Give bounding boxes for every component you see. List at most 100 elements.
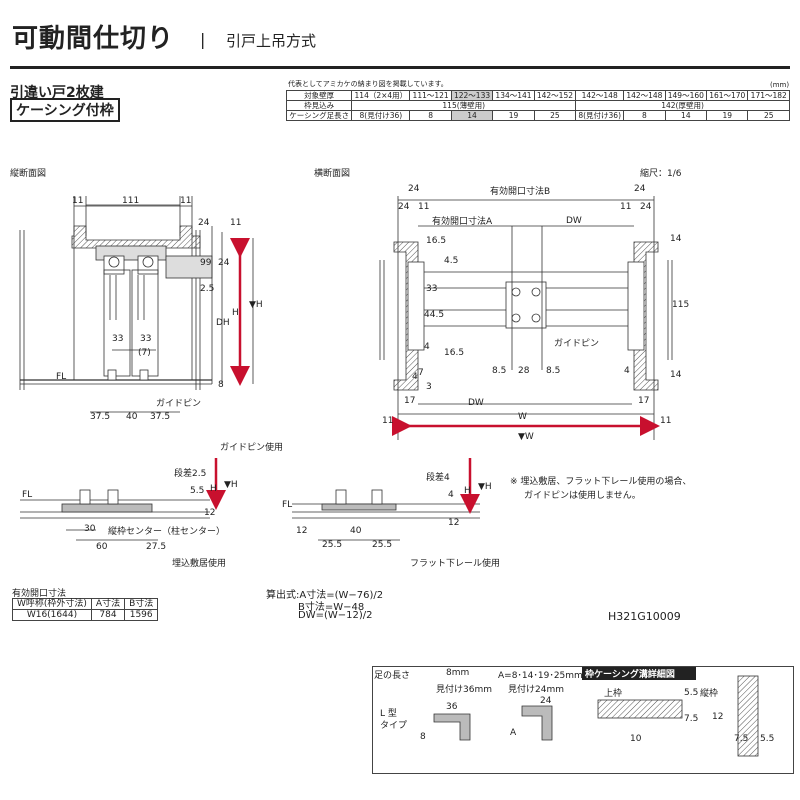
step-2-5: 段差2.5	[174, 469, 207, 479]
flat-rail-detail	[292, 489, 480, 541]
header-rule	[10, 66, 790, 69]
frame-center-label: 縦枠センター（柱センター）	[108, 527, 226, 537]
dim-33: 33	[426, 284, 438, 294]
floor-line-label: FL	[22, 490, 33, 500]
upper-frame-label: 上枠	[604, 689, 623, 699]
dim-dw: DW	[468, 398, 484, 408]
dim-33: 33	[112, 334, 124, 344]
dim-36: 36	[446, 702, 458, 712]
dim-17: 17	[638, 396, 650, 406]
casing-label: ケーシング付枠	[10, 98, 120, 122]
type-label: タイプ	[380, 721, 408, 731]
table-row: W呼称(枠外寸法) A寸法 B寸法	[12, 598, 159, 610]
dim-dh: DH	[216, 318, 230, 328]
dim-11: 11	[230, 218, 242, 228]
dim-115: 115	[672, 300, 690, 310]
dim-99: 99	[200, 258, 212, 268]
horizontal-section	[379, 196, 673, 440]
dim-7: 7	[418, 368, 424, 378]
dim-12: 12	[712, 712, 724, 722]
dim-24: 24	[218, 258, 230, 268]
dim-4: 4	[448, 490, 454, 500]
dim-11: 11	[180, 196, 192, 206]
formula-b: B寸法=W−48	[298, 602, 365, 613]
effective-opening-caption: 有効開口寸法	[12, 589, 67, 599]
dim-4: 4	[412, 372, 418, 382]
vertical-frame-label: 縦枠	[700, 689, 719, 699]
dim-h: H	[210, 484, 217, 494]
effective-opening-b: 有効開口寸法B	[490, 187, 551, 197]
page-title: 可動間仕切り	[12, 24, 175, 54]
horizontal-section-label: 横断面図	[314, 169, 351, 179]
guide-pin-label: ガイドピン	[554, 339, 600, 349]
dim-8-5: 8.5	[546, 366, 561, 376]
dim-h: H	[232, 308, 239, 318]
spec-table: 対象壁厚 114（2×4用） 111～121 122～133 134～141 1…	[285, 90, 790, 121]
dim-4-5: 4.5	[444, 256, 459, 266]
dim-3: 3	[426, 382, 432, 392]
dim-44-5: 44.5	[424, 310, 445, 320]
dim-40: 40	[350, 526, 362, 536]
dim-5-5: 5.5	[760, 734, 775, 744]
dim-10: 10	[630, 734, 642, 744]
dim-16-5: 16.5	[426, 236, 447, 246]
dim-24: 24	[640, 202, 652, 212]
dim-16-5: 16.5	[444, 348, 465, 358]
dim-5-5: 5.5	[190, 486, 205, 496]
dim-8: 8	[218, 380, 224, 390]
door-type-label: 引違い戸2枚建	[10, 85, 104, 101]
step-4: 段差4	[426, 473, 450, 483]
note-line-1: ※ 埋込敷居、フラット下レール使用の場合、	[510, 477, 692, 487]
dim-111: 111	[122, 196, 140, 206]
product-code: H321G10009	[608, 610, 681, 623]
leg-a: A=8･14･19･25mm	[498, 671, 583, 681]
dim-8: 8	[420, 732, 426, 742]
dim-a: A	[510, 728, 517, 738]
visible-24: 見付け24mm	[508, 685, 564, 695]
dim-33: 33	[140, 334, 152, 344]
dim-h-level: ▼H	[224, 480, 238, 490]
dim-4: 4	[624, 366, 630, 376]
scale-label: 縮尺：1/6	[640, 169, 682, 179]
vertical-section-label: 縦断面図	[10, 169, 47, 179]
dim-25-5: 25.5	[322, 540, 343, 550]
dim-7: (7)	[138, 348, 151, 358]
dim-12: 12	[296, 526, 308, 536]
dim-w: W	[518, 412, 527, 422]
dim-7-5: 7.5	[684, 714, 699, 724]
dim-2-5: 2.5	[200, 284, 215, 294]
foot-profiles	[433, 675, 759, 757]
dim-11: 11	[72, 196, 84, 206]
dim-11: 11	[382, 416, 394, 426]
unit-label: (mm)	[770, 81, 790, 89]
title-separator: |	[200, 30, 206, 49]
page-subtitle: 引戸上吊方式	[226, 32, 317, 50]
effective-opening-a: 有効開口寸法A	[432, 217, 493, 227]
dim-37-5: 37.5	[150, 412, 171, 422]
dim-8-5: 8.5	[492, 366, 507, 376]
dim-11: 11	[660, 416, 672, 426]
dim-28: 28	[518, 366, 530, 376]
dim-14: 14	[670, 234, 682, 244]
dim-17: 17	[404, 396, 416, 406]
foot-table	[372, 666, 794, 774]
dim-37-5: 37.5	[90, 412, 111, 422]
dim-24: 24	[398, 202, 410, 212]
embedded-sill-detail	[20, 489, 210, 541]
dim-w-level: ▼W	[518, 432, 534, 442]
visible-36: 見付け36mm	[436, 685, 492, 695]
floor-line-label: FL	[56, 372, 67, 382]
guide-pin-label: ガイドピン	[156, 399, 202, 409]
dim-24: 24	[198, 218, 210, 228]
dim-4: 4	[424, 342, 430, 352]
l-type-label: L 型	[380, 709, 397, 719]
dim-12: 12	[448, 518, 460, 528]
table-note: 代表としてアミカケの納まり図を掲載しています。	[288, 80, 448, 88]
dim-h: H	[464, 486, 471, 496]
effective-opening-table: W呼称(枠外寸法) A寸法 B寸法 W16(1644) 784 1596	[12, 598, 159, 621]
dim-7-5: 7.5	[734, 734, 749, 744]
dim-60: 60	[96, 542, 108, 552]
table-row: W16(1644) 784 1596	[12, 609, 159, 621]
dim-h-level: ▼H	[478, 482, 492, 492]
